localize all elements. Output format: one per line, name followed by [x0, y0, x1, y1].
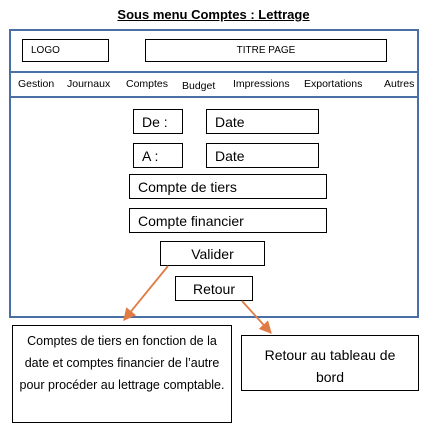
a-label: A :: [133, 143, 183, 168]
de-label: De :: [133, 109, 183, 134]
menu-item-budget[interactable]: Budget: [182, 80, 216, 92]
page-heading: Sous menu Comptes : Lettrage: [117, 7, 310, 22]
menu-item-exportations[interactable]: Exportations: [304, 78, 363, 90]
logo-box: LOGO: [22, 39, 109, 62]
valider-button[interactable]: Valider: [160, 241, 265, 266]
compte-financier-field[interactable]: Compte financier: [129, 208, 327, 233]
menu-item-impressions[interactable]: Impressions: [233, 78, 290, 90]
retour-arrow: [241, 300, 272, 334]
date-from-field[interactable]: Date: [206, 109, 319, 134]
menu-item-gestion[interactable]: Gestion: [18, 78, 55, 90]
date-to-field[interactable]: Date: [206, 143, 319, 168]
menu-item-journaux[interactable]: Journaux: [67, 78, 111, 90]
retour-button[interactable]: Retour: [175, 276, 253, 301]
compte-tiers-field[interactable]: Compte de tiers: [129, 174, 327, 199]
valider-arrow: [123, 265, 169, 321]
menu-divider: [9, 96, 419, 98]
header-divider: [9, 71, 419, 73]
menu-item-autres[interactable]: Autres: [384, 78, 415, 90]
retour-note: Retour au tableau de bord: [241, 335, 419, 391]
menu-item-comptes[interactable]: Comptes: [126, 78, 169, 90]
valider-note: Comptes de tiers en fonction de la date …: [12, 325, 232, 423]
wireframe-window: [9, 29, 419, 318]
page-title-box: TITRE PAGE: [145, 39, 387, 62]
